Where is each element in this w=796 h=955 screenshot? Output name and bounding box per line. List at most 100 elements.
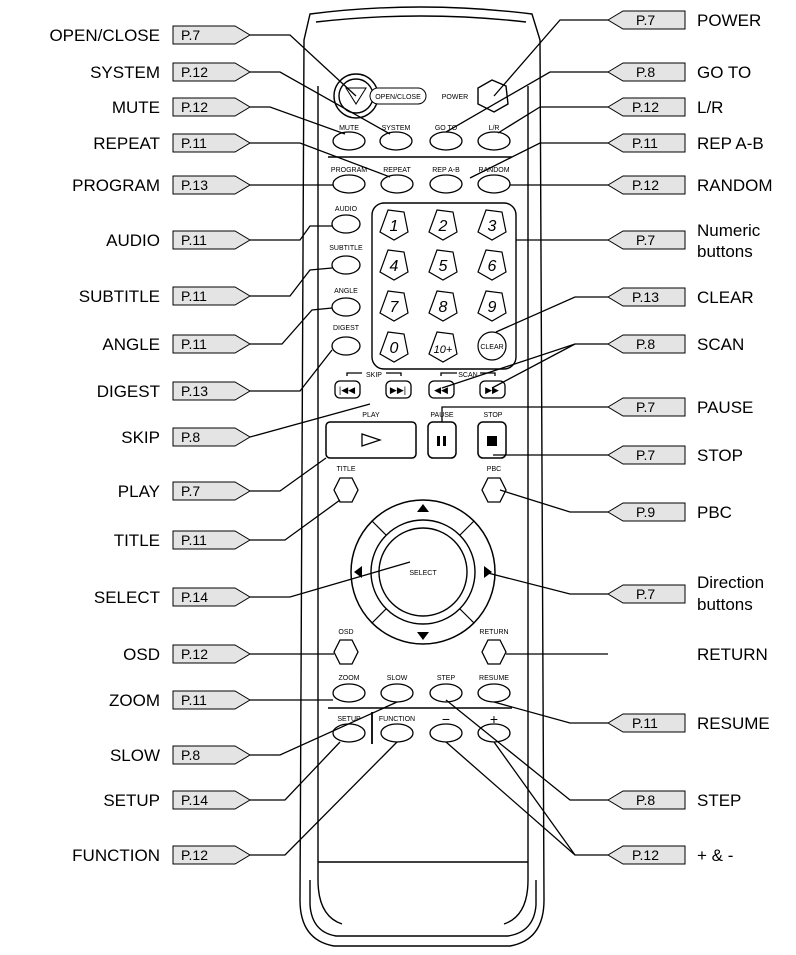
number-0-button[interactable]: 0	[379, 331, 409, 363]
clear-button[interactable]: CLEAR	[477, 331, 507, 361]
slow-button[interactable]	[380, 683, 414, 703]
repeat-button[interactable]	[380, 174, 414, 194]
function-label: FUNCTION	[379, 716, 415, 723]
power-label: POWER	[442, 94, 468, 101]
audio-button[interactable]	[331, 214, 361, 234]
goto-button[interactable]	[429, 131, 463, 151]
number-6-button[interactable]: 6	[477, 249, 507, 281]
scan-forward-button[interactable]: ▶▶	[479, 380, 506, 399]
number-9-button[interactable]: 9	[477, 290, 507, 322]
callout-label: OPEN/CLOSE	[49, 26, 160, 45]
program-button[interactable]	[332, 174, 366, 194]
page-ref: P.8	[181, 747, 200, 763]
setup-button[interactable]	[332, 723, 366, 743]
stop-icon	[487, 436, 497, 446]
callout-program: PROGRAM P.13	[72, 175, 251, 195]
number-label: 4	[390, 258, 399, 275]
step-button[interactable]	[429, 683, 463, 703]
angle-button[interactable]	[331, 297, 361, 317]
audio-label: AUDIO	[335, 206, 358, 213]
random-button[interactable]	[477, 174, 511, 194]
skip-back-button[interactable]: |◀◀	[334, 380, 361, 399]
page-ref: P.12	[181, 847, 208, 863]
scan-label: SCAN	[458, 372, 477, 379]
page-ref: P.8	[636, 336, 655, 352]
callout-label: REP A-B	[697, 134, 764, 153]
page-ref: P.11	[181, 336, 207, 352]
callout-open-close: OPEN/CLOSE P.7	[49, 25, 251, 45]
page-ref: P.14	[181, 589, 208, 605]
open-close-label: OPEN/CLOSE	[375, 94, 421, 101]
callout-label: ZOOM	[109, 691, 160, 710]
osd-button[interactable]	[333, 639, 359, 665]
callout-label: PBC	[697, 503, 732, 522]
mute-button[interactable]	[332, 131, 366, 151]
select-button-label[interactable]: SELECT	[409, 570, 437, 577]
page-ref: P.8	[636, 64, 655, 80]
pbc-button[interactable]	[481, 477, 507, 503]
function-button[interactable]	[380, 723, 414, 743]
callout-plus-minus: P.12 + & -	[607, 845, 733, 865]
page-ref: P.7	[636, 447, 655, 463]
stop-button[interactable]	[477, 421, 507, 459]
callout-scan: P.8 SCAN	[607, 334, 744, 354]
leader-lines	[249, 19, 608, 856]
resume-button[interactable]	[477, 683, 511, 703]
number-label: 7	[390, 299, 400, 316]
callout-repeat: REPEAT P.11	[93, 133, 251, 153]
skip-forward-button[interactable]: ▶▶|	[385, 380, 412, 399]
digest-button[interactable]	[331, 336, 361, 356]
page-ref: P.11	[632, 715, 658, 731]
arrow-left-icon[interactable]	[354, 566, 362, 578]
callout-label: RANDOM	[697, 176, 773, 195]
title-button[interactable]	[333, 477, 359, 503]
play-button[interactable]	[325, 421, 417, 459]
callout-pause: P.7 PAUSE	[607, 397, 753, 417]
arrow-up-icon[interactable]	[417, 504, 429, 512]
remote-body	[299, 6, 545, 947]
page-ref: P.11	[181, 692, 207, 708]
number-5-button[interactable]: 5	[428, 249, 458, 281]
callout-label: ANGLE	[102, 335, 160, 354]
callout-label: RETURN	[697, 645, 768, 664]
numeric-pad: 1 2 3 4 5 6 7 8 9 0 10+ CLEAR	[379, 209, 507, 363]
number-4-button[interactable]: 4	[379, 249, 409, 281]
number-8-button[interactable]: 8	[428, 290, 458, 322]
page-ref: P.7	[636, 586, 655, 602]
digest-label: DIGEST	[333, 325, 360, 332]
goto-label: GO TO	[435, 125, 458, 132]
arrow-right-icon[interactable]	[484, 566, 492, 578]
minus-label: −	[442, 711, 450, 727]
page-ref: P.7	[636, 399, 655, 415]
callout-stop: P.7 STOP	[607, 445, 743, 465]
repab-button[interactable]	[429, 174, 463, 194]
page-ref: P.7	[636, 12, 655, 28]
number-7-button[interactable]: 7	[379, 290, 409, 322]
right-callouts: P.7 POWER P.8 GO TO P.12 L/R P.11 REP A-…	[607, 10, 773, 865]
arrow-down-icon[interactable]	[417, 632, 429, 640]
pause-button[interactable]	[427, 421, 457, 459]
return-label: RETURN	[479, 629, 508, 636]
lr-button[interactable]	[477, 131, 511, 151]
number-1-button[interactable]: 1	[379, 209, 409, 241]
page-ref: P.13	[181, 177, 208, 193]
callout-label: FUNCTION	[72, 846, 160, 865]
callout-label: SUBTITLE	[79, 287, 160, 306]
number-3-button[interactable]: 3	[477, 209, 507, 241]
number-label: 0	[390, 340, 399, 357]
callout-label: Direction	[697, 573, 764, 592]
callout-label: STOP	[697, 446, 743, 465]
direction-pad: SELECT	[350, 499, 496, 645]
minus-button[interactable]	[429, 723, 463, 743]
callout-label: + & -	[697, 846, 733, 865]
zoom-button[interactable]	[332, 683, 366, 703]
number-2-button[interactable]: 2	[428, 209, 458, 241]
number-10plus-button[interactable]: 10+	[428, 331, 458, 363]
callout-label: SELECT	[94, 588, 160, 607]
subtitle-button[interactable]	[331, 255, 361, 275]
system-button[interactable]	[379, 131, 413, 151]
subtitle-label: SUBTITLE	[329, 245, 363, 252]
callout-clear: P.13 CLEAR	[607, 287, 754, 307]
scan-back-button[interactable]: ◀◀	[428, 380, 455, 399]
return-button[interactable]	[481, 639, 507, 665]
